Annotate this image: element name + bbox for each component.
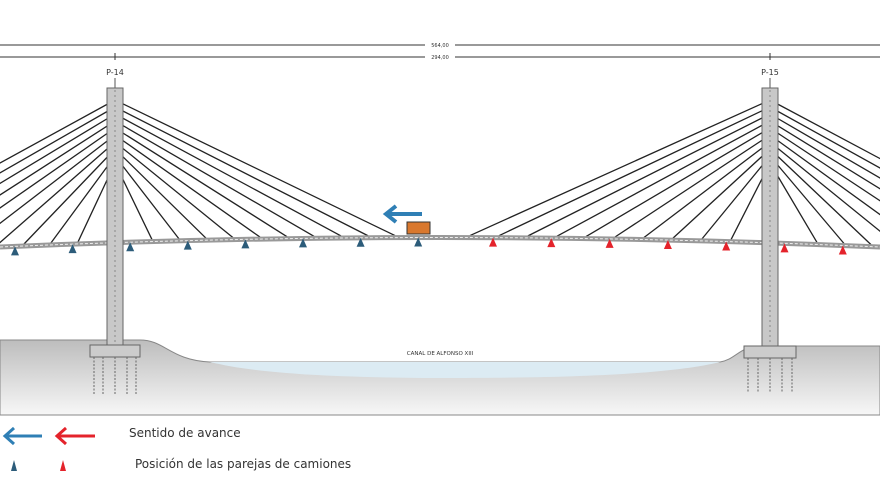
stay-cables	[0, 99, 880, 246]
stay-cable	[0, 120, 116, 196]
legend-direction-label: Sentido de avance	[129, 426, 241, 440]
stay-cable	[0, 134, 116, 225]
stay-cable	[769, 155, 845, 244]
pylon-label-p14: P-14	[106, 68, 124, 77]
truck-pair-red-marker	[722, 241, 731, 251]
stay-cable	[0, 99, 116, 164]
stay-cable	[769, 99, 880, 160]
stay-cable	[769, 127, 880, 202]
legend-positions-label: Posición de las parejas de camiones	[135, 457, 352, 471]
stay-cable	[114, 113, 342, 237]
legend-arrow-red	[54, 426, 95, 446]
stay-cable	[527, 113, 771, 237]
stay-cable	[769, 106, 880, 169]
stay-cable	[0, 127, 116, 209]
stay-cable	[114, 106, 369, 237]
stay-cable	[0, 141, 116, 244]
truck-positions	[11, 237, 847, 256]
advance-arrow-blue	[382, 204, 422, 224]
truck-pair-red-marker	[838, 245, 847, 255]
canal-label: CANAL DE ALFONSO XIII	[407, 351, 474, 357]
dimension-lines: 564,00 294,00	[0, 41, 880, 61]
truck-pair-red-marker	[605, 238, 614, 248]
stay-cable	[114, 148, 207, 239]
truck-pair-blue-marker	[241, 239, 250, 249]
truck-pair-blue-marker	[126, 242, 135, 252]
stay-cable	[769, 148, 872, 246]
span-dimension: 294,00	[431, 55, 449, 61]
pylon-p14	[89, 87, 141, 395]
truck-pair-blue-marker	[299, 238, 307, 248]
stay-cable	[469, 99, 771, 237]
stay-cable	[0, 106, 116, 174]
stay-cable	[769, 113, 880, 179]
stay-cable	[701, 155, 771, 240]
legend-truck-blue-icon	[11, 460, 17, 471]
truck-pair-blue-marker	[414, 237, 423, 247]
stay-cable	[614, 134, 771, 238]
stay-cable	[114, 127, 288, 238]
stay-cable	[643, 141, 771, 239]
legend-truck-red-icon	[60, 460, 66, 471]
pylon-p15	[743, 87, 797, 393]
stay-cable	[50, 155, 116, 244]
stay-cable	[23, 148, 116, 245]
stay-cable	[672, 148, 771, 239]
truck-pair-red-marker	[663, 240, 672, 250]
stay-cable	[769, 120, 880, 190]
stay-cable	[114, 155, 180, 240]
stay-cable	[0, 113, 116, 185]
truck-pair-blue-marker	[68, 244, 77, 254]
truck-pair-red-marker	[547, 238, 556, 248]
stay-cable	[114, 134, 261, 238]
truck-pair-red-marker	[780, 243, 789, 253]
stay-cable	[114, 120, 315, 237]
stay-cable	[769, 134, 880, 216]
stay-cable	[114, 99, 396, 237]
legend-arrow-blue	[2, 426, 42, 446]
stay-cable	[556, 120, 771, 237]
stay-cable	[769, 141, 880, 233]
truck-pair-blue-marker	[183, 240, 192, 250]
truck-pair-blue-marker	[11, 246, 19, 256]
truck-pair-blue-marker	[356, 237, 365, 247]
stay-cable	[498, 106, 771, 237]
stay-cable	[585, 127, 771, 238]
truck-pair-red-marker	[489, 237, 497, 247]
traveler-truck	[406, 221, 431, 235]
stay-cable	[114, 141, 234, 239]
pylon-label-p15: P-15	[761, 68, 779, 77]
river	[210, 362, 720, 378]
overall-dimension: 564,00	[431, 43, 449, 49]
